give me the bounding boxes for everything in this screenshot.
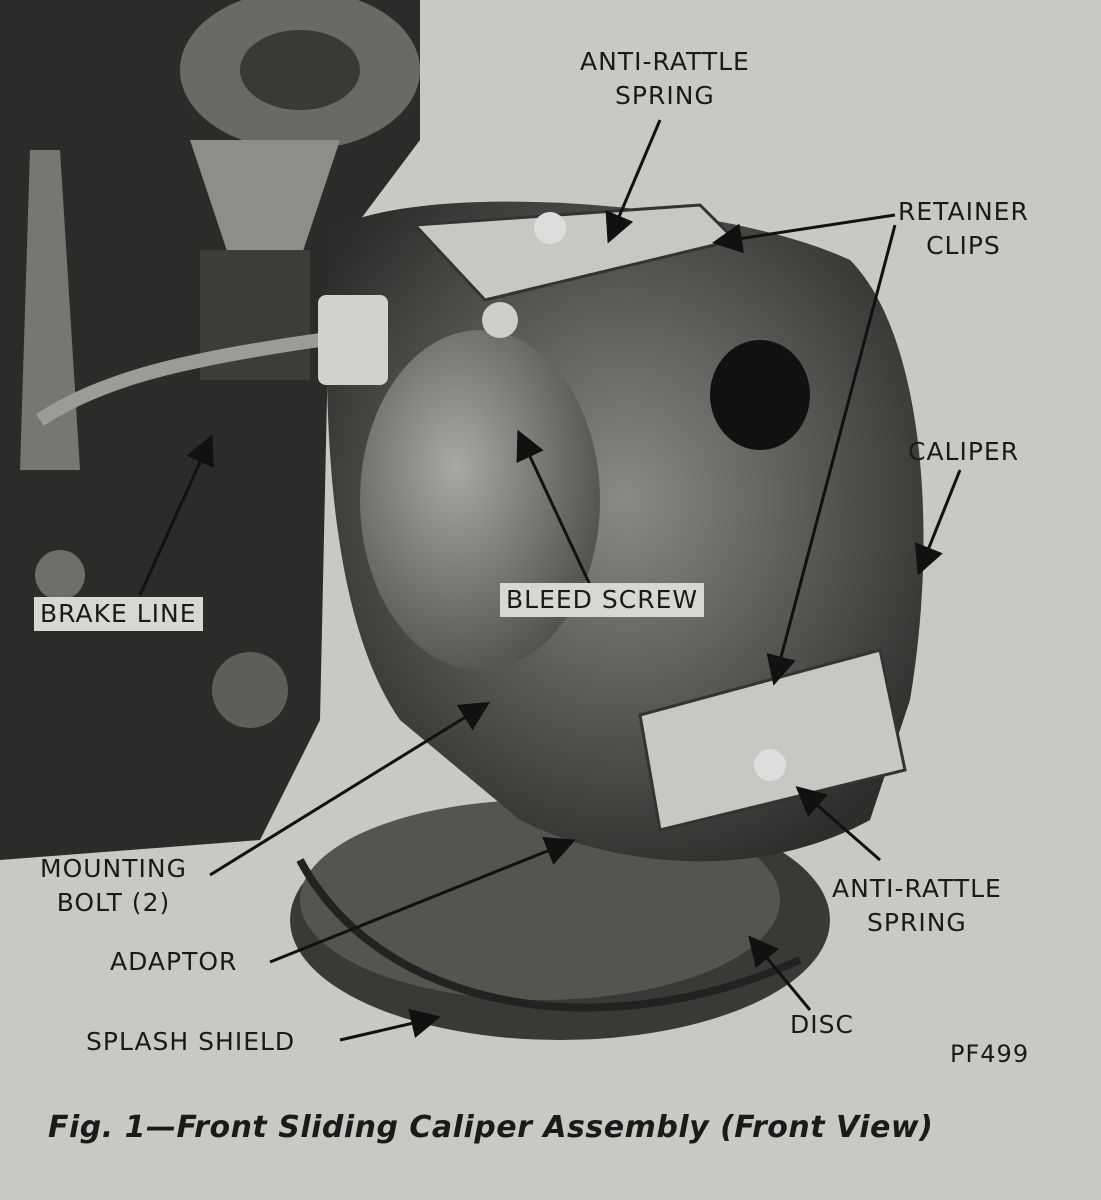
label-anti-rattle-spring-bottom: ANTI-RATTLE SPRING	[832, 872, 1002, 940]
label-mounting-bolt: MOUNTING BOLT (2)	[40, 852, 187, 920]
label-line: BOLT (2)	[56, 888, 171, 917]
label-line: SPRING	[615, 81, 715, 110]
label-bleed-screw: BLEED SCREW	[500, 583, 705, 617]
figure-code: PF499	[950, 1040, 1030, 1068]
label-line: SPRING	[867, 908, 967, 937]
label-line: ANTI-RATTLE	[832, 874, 1002, 903]
label-caliper: CALIPER	[908, 437, 1020, 466]
label-brake-line: BRAKE LINE	[34, 597, 203, 631]
label-line: RETAINER	[898, 197, 1029, 226]
label-adaptor: ADAPTOR	[110, 947, 238, 976]
leader-lines	[138, 119, 962, 1042]
label-disc: DISC	[790, 1010, 854, 1039]
label-line: MOUNTING	[40, 854, 187, 883]
label-retainer-clips: RETAINER CLIPS	[898, 195, 1029, 263]
label-line: ANTI-RATTLE	[580, 47, 750, 76]
label-line: CLIPS	[926, 231, 1001, 260]
figure-caption: Fig. 1—Front Sliding Caliper Assembly (F…	[48, 1110, 934, 1145]
label-splash-shield: SPLASH SHIELD	[86, 1027, 296, 1056]
retainer-clips	[411, 203, 907, 832]
label-anti-rattle-spring-top: ANTI-RATTLE SPRING	[580, 45, 750, 113]
suspension-parts	[0, 0, 420, 860]
